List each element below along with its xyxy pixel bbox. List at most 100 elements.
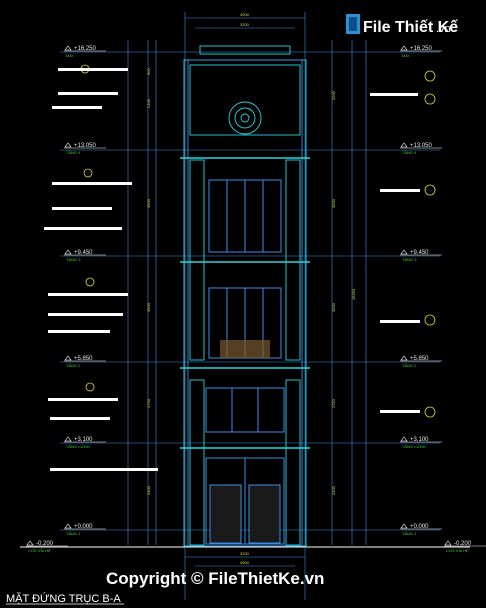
left-dimension-chain <box>127 40 157 545</box>
level-value: +16.250 <box>74 46 97 52</box>
level-name: TẦNG 4 <box>66 150 81 155</box>
level-value: -0.200 <box>454 541 472 547</box>
level-triangle-icon <box>400 45 408 51</box>
grid-circle-icon <box>85 382 95 392</box>
building-facade <box>180 45 310 547</box>
right-dimension-chain <box>331 40 367 545</box>
grid-circle-icon <box>424 184 436 196</box>
level-name: TẦNG 1 <box>402 531 417 536</box>
svg-text:3100: 3100 <box>146 485 151 495</box>
level-name: TẦNG 1 <box>66 531 81 536</box>
level-value: +13.050 <box>74 143 97 149</box>
bottom-dim-2: 4900 <box>240 560 250 565</box>
level-triangle-icon <box>64 523 72 529</box>
grid-circle-icon <box>424 70 436 82</box>
grid-circle-icon <box>424 314 436 326</box>
level-value: +9.450 <box>74 250 93 256</box>
top-dimension <box>184 12 306 600</box>
level-value: +5.850 <box>74 356 93 362</box>
level-triangle-icon <box>400 523 408 529</box>
level-value: +0.000 <box>74 524 93 530</box>
svg-text:3600: 3600 <box>331 198 336 208</box>
logo-text: File Thiết Kế <box>363 19 458 36</box>
level-name: MÁI <box>402 53 409 58</box>
level-triangle-icon <box>400 249 408 255</box>
svg-text:3600: 3600 <box>146 302 151 312</box>
level-value: +5.850 <box>410 356 429 362</box>
grid-circle-icon <box>85 277 95 287</box>
top-dim-1: 4900 <box>240 12 250 17</box>
level-name: TẦNG 2 <box>402 363 417 368</box>
level-name: TẦNG 3 <box>66 257 81 262</box>
left-dim-text: 600 2100 3600 3600 2750 3100 <box>146 68 151 495</box>
balcony-panel <box>220 340 270 358</box>
window-floor-2 <box>205 387 285 433</box>
level-name: COS VỈA HÈ <box>446 548 469 553</box>
level-triangle-icon <box>400 436 408 442</box>
svg-text:3100: 3100 <box>331 485 336 495</box>
level-name: TẦNG 2 <box>66 363 81 368</box>
bottom-dimension <box>185 556 305 567</box>
svg-text:2100: 2100 <box>146 98 151 108</box>
level-triangle-icon <box>64 249 72 255</box>
level-value: +3.100 <box>74 437 93 443</box>
svg-text:2750: 2750 <box>331 398 336 408</box>
level-triangle-icon <box>64 436 72 442</box>
drawing-title: MẶT ĐỨNG TRỤC B-A <box>6 592 121 605</box>
svg-text:600: 600 <box>146 68 151 75</box>
bottom-dim-1: 3200 <box>240 551 250 556</box>
level-name: MÁI <box>66 53 73 58</box>
grid-circle-icon <box>424 406 436 418</box>
level-value: +3.100 <box>410 437 429 443</box>
level-triangle-icon <box>64 355 72 361</box>
left-annotation-bars <box>44 68 158 471</box>
svg-text:2750: 2750 <box>146 398 151 408</box>
logo-mark-inner <box>349 17 357 31</box>
logo-suffix: .vn <box>436 23 451 35</box>
level-name: TẦNG 3 <box>402 257 417 262</box>
level-name: COS VỈA HÈ <box>28 548 51 553</box>
level-value: +16.250 <box>410 46 433 52</box>
level-triangle-icon <box>64 45 72 51</box>
right-annotation-bars <box>370 93 420 413</box>
right-dim-text: 3200 3600 3600 2750 3100 16250 <box>331 90 356 495</box>
svg-text:3600: 3600 <box>146 198 151 208</box>
level-triangle-icon <box>400 142 408 148</box>
level-value: -0.200 <box>36 541 54 547</box>
level-name: TẦNG LỬNG <box>402 444 426 449</box>
level-triangle-icon <box>444 540 452 546</box>
grid-circle-icon <box>83 168 93 178</box>
svg-text:3600: 3600 <box>331 302 336 312</box>
top-dim-2: 3200 <box>240 22 250 27</box>
level-triangle-icon <box>26 540 34 546</box>
level-value: +13.050 <box>410 143 433 149</box>
level-name: TẦNG 4 <box>402 150 417 155</box>
grid-circle-icon <box>424 93 436 105</box>
logo: File Thiết Kế .vn <box>346 14 458 36</box>
svg-text:16250: 16250 <box>351 288 356 300</box>
window-floor-4 <box>208 179 282 253</box>
level-value: +0.000 <box>410 524 429 530</box>
copyright-text: Copyright © FileThietKe.vn <box>106 569 324 588</box>
level-triangle-icon <box>400 355 408 361</box>
ground-door <box>205 457 285 545</box>
level-triangle-icon <box>64 142 72 148</box>
